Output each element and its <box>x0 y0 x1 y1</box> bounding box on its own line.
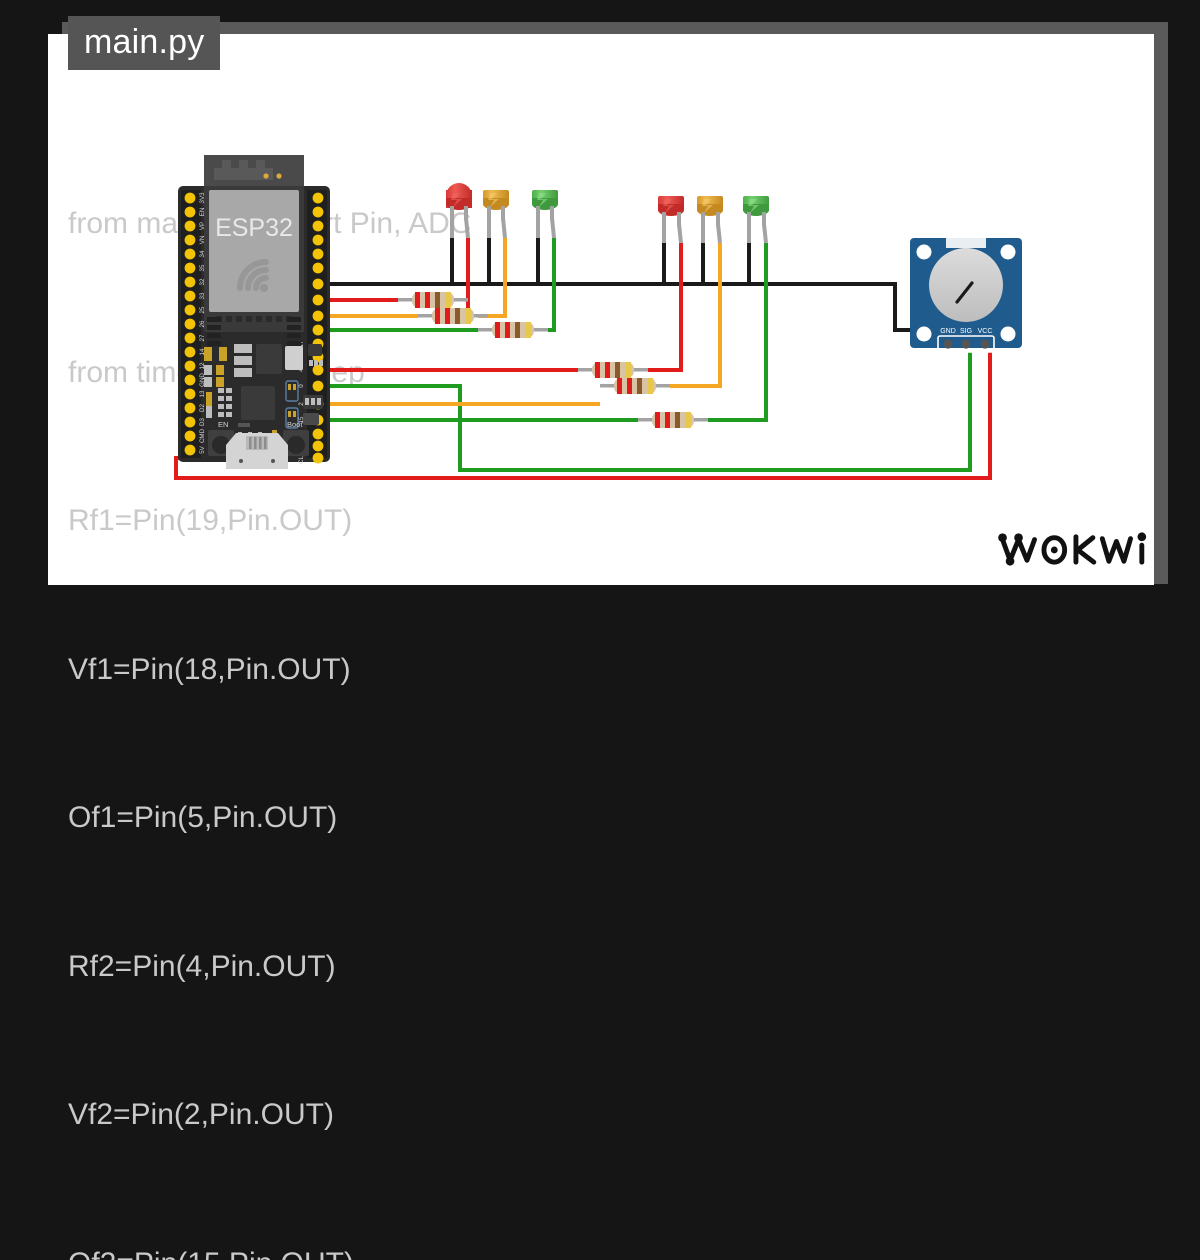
esp32-chip-label: ESP32 <box>215 214 293 242</box>
screenshot-stage: from machine import Pin, ADC from time i… <box>0 0 1200 630</box>
esp32-en-label: EN <box>218 420 228 429</box>
pot-pin-label-gnd: GND <box>940 328 956 335</box>
pot-pin-label-sig: SIG <box>960 328 972 335</box>
code-line: Rf1=Pin(19,Pin.OUT) <box>68 496 471 546</box>
esp32-board[interactable]: 3V3 EN VP VN 34 35 32 33 25 26 27 14 12 … <box>178 155 330 469</box>
esp32-module-shield: ESP32 <box>204 155 304 346</box>
svg-text:13: 13 <box>199 390 206 397</box>
code-line: Of2=Pin(15,Pin.OUT) <box>68 1239 471 1260</box>
file-tab-main-py[interactable]: main.py <box>68 16 220 70</box>
potentiometer-knob[interactable] <box>929 248 1003 322</box>
code-line: Rf2=Pin(4,Pin.OUT) <box>68 942 471 992</box>
pot-pin-label-vcc: VCC <box>978 328 993 335</box>
svg-text:D3: D3 <box>199 417 206 425</box>
code-line: Vf2=Pin(2,Pin.OUT) <box>68 1090 471 1140</box>
potentiometer[interactable]: GND SIG VCC <box>910 238 1022 352</box>
esp32-boot-label: Boot <box>287 420 303 429</box>
svg-text:D2: D2 <box>199 403 206 411</box>
esp32-usb-port <box>226 433 288 469</box>
svg-text:0: 0 <box>298 384 305 388</box>
svg-text:27: 27 <box>199 334 206 341</box>
code-line: Of1=Pin(5,Pin.OUT) <box>68 793 471 843</box>
svg-text:CMD: CMD <box>199 428 206 443</box>
svg-text:5V: 5V <box>199 445 206 453</box>
esp32-pins-left[interactable] <box>181 190 201 458</box>
code-line: Vf1=Pin(18,Pin.OUT) <box>68 645 471 695</box>
wokwi-logo <box>995 523 1155 575</box>
